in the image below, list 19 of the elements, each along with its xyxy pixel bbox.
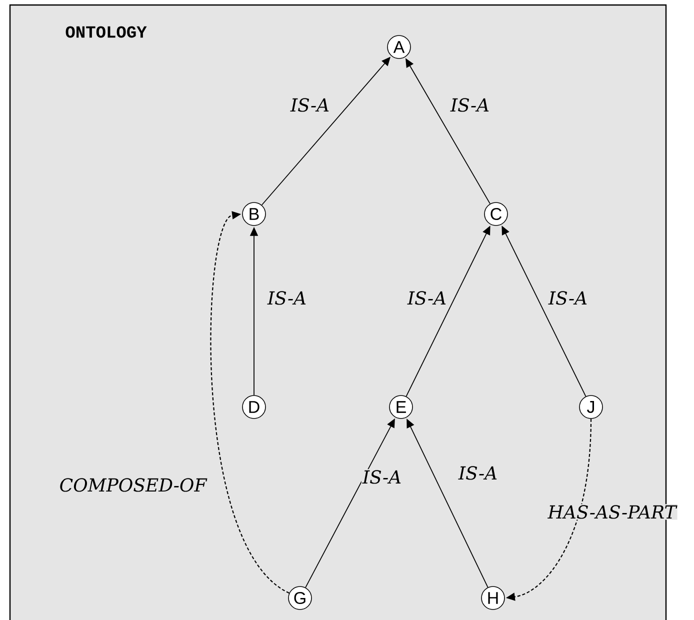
circle-node: B	[242, 202, 266, 226]
edge-label: IS-A	[547, 290, 589, 306]
edge-label: IS-A	[361, 469, 403, 485]
circle-node: A	[387, 35, 411, 59]
edge-label: HAS-AS-PART	[546, 504, 678, 520]
edge-label: IS-A	[449, 97, 491, 113]
circle-node: G	[288, 586, 312, 610]
edge-label: IS-A	[406, 290, 448, 306]
circle-node: J	[579, 395, 603, 419]
title: ONTOLOGY	[66, 26, 147, 38]
circle-node: E	[389, 395, 413, 419]
arrow	[210, 211, 290, 594]
circle-node: H	[481, 586, 505, 610]
edge-label: COMPOSED-OF	[58, 477, 208, 493]
edge-label: IS-A	[289, 97, 331, 113]
edge-label: IS-A	[457, 465, 499, 481]
circle-node: C	[484, 202, 508, 226]
edge-label: IS-A	[266, 290, 308, 306]
circle-node: D	[242, 395, 266, 419]
